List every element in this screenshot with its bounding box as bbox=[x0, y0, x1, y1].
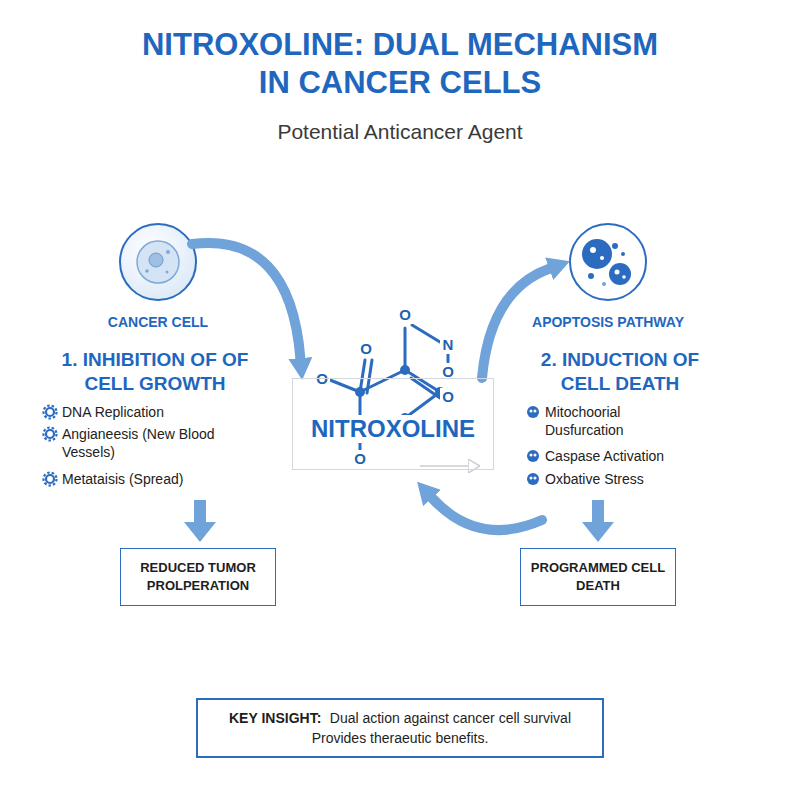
curved-arrow bbox=[192, 243, 300, 358]
node-text: NITROXOLINE bbox=[308, 415, 478, 443]
atom-label: N bbox=[440, 336, 456, 354]
bullet-text: Caspase Activation bbox=[545, 447, 745, 465]
atom-label: O bbox=[397, 306, 413, 324]
process-box: REDUCED TUMOR PROLPERATION bbox=[120, 548, 276, 606]
section-heading: 1. INHIBITION OF OF CELL GROWTH bbox=[35, 348, 275, 396]
process-box: KEY INSIGHT: Dual action against cancer … bbox=[196, 698, 604, 758]
node-text: PROGRAMMED CELL DEATH bbox=[529, 559, 667, 595]
key-text: Dual action against cancer cell survival… bbox=[312, 710, 571, 746]
bullet-text: Oxbative Stress bbox=[545, 470, 745, 488]
bullet-text: Mitochoorial Dusfurcation bbox=[545, 403, 665, 439]
section-heading: 2. INDUCTION OF CELL DEATH bbox=[522, 348, 718, 396]
title: NITROXOLINE: DUAL MECHANISM IN CANCER CE… bbox=[130, 26, 670, 102]
node-text: REDUCED TUMOR PROLPERATION bbox=[129, 559, 267, 595]
bullet-text: Metataisis (Spread) bbox=[62, 470, 262, 488]
subtitle: Potential Anticancer Agent bbox=[0, 120, 800, 144]
cancer-cell-icon bbox=[120, 224, 196, 300]
inner-arrow bbox=[420, 466, 468, 467]
atom-label: O bbox=[440, 388, 456, 406]
down-arrow bbox=[184, 500, 614, 542]
gear-bullet bbox=[44, 406, 57, 486]
node-text: APOPTOSIS PATHWAY bbox=[528, 314, 688, 330]
node-text: CANCER CELL bbox=[78, 314, 238, 330]
bullet-text: Angianeesis (New Blood Vessels) bbox=[62, 425, 237, 461]
atom-label: O bbox=[352, 450, 368, 468]
skull-bullet bbox=[527, 406, 539, 485]
apoptosis-icon bbox=[570, 224, 646, 300]
process-box: NITROXOLINE bbox=[292, 378, 494, 470]
process-box: PROGRAMMED CELL DEATH bbox=[520, 548, 676, 606]
icon-node: APOPTOSIS PATHWAY bbox=[528, 222, 688, 334]
return-arrow bbox=[432, 498, 542, 530]
atom-label: O bbox=[358, 340, 374, 358]
icon-node: CANCER CELL bbox=[78, 222, 238, 334]
bullet-text: DNA Replication bbox=[62, 403, 262, 421]
key-heading: KEY INSIGHT: bbox=[229, 710, 321, 726]
atom-label: O bbox=[314, 370, 330, 388]
